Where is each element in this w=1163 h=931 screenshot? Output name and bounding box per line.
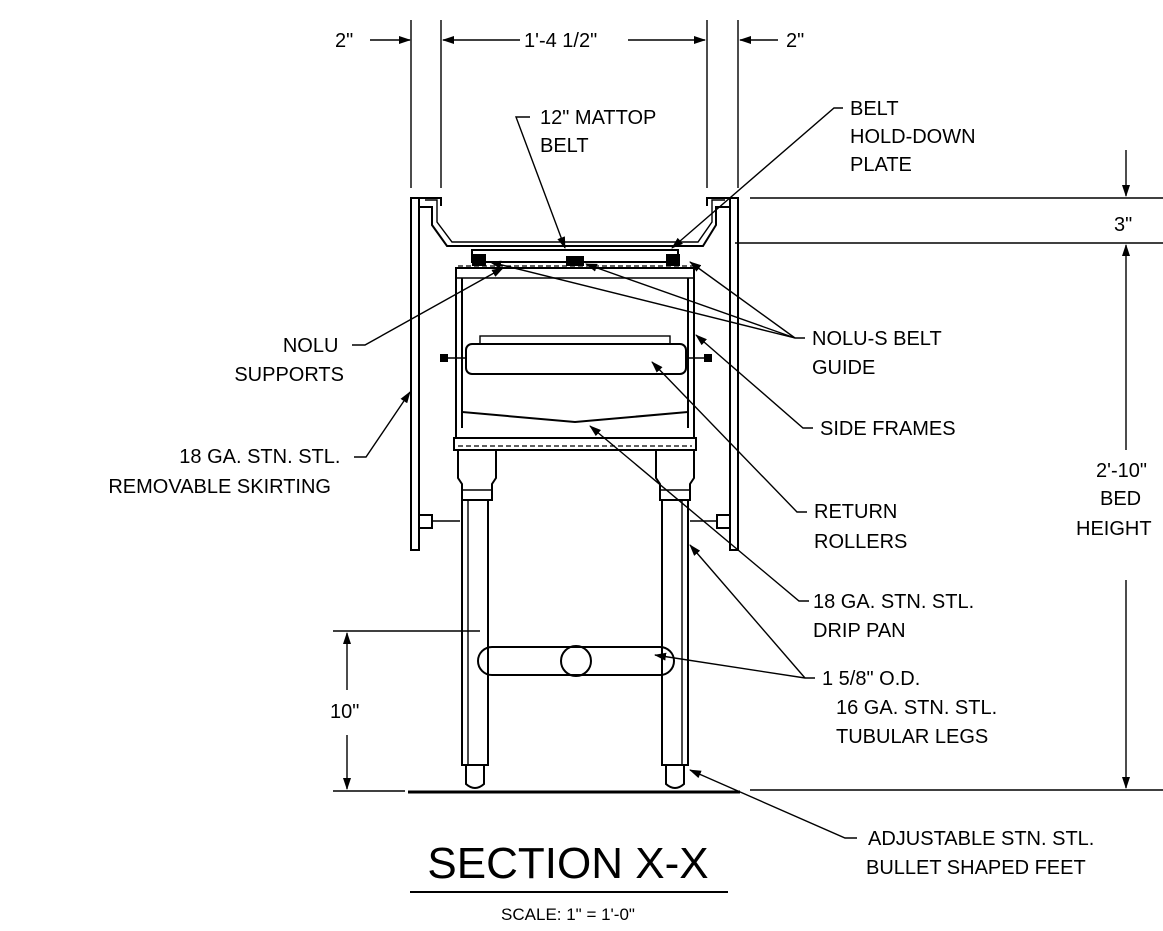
mattop-belt xyxy=(458,249,694,267)
hold-down-plate-callout: BELT HOLD-DOWN PLATE xyxy=(850,98,981,176)
leg-sockets xyxy=(457,450,695,501)
top-extension-lines xyxy=(410,20,739,188)
drip-pan xyxy=(461,400,689,424)
left-skirting xyxy=(410,197,460,551)
drip-pan-callout: 18 GA. STN. STL. DRIP PAN xyxy=(813,591,980,642)
feet-callout: ADJUSTABLE STN. STL. BULLET SHAPED FEET xyxy=(866,828,1100,879)
tubular-legs-callout: 1 5/8" O.D. 16 GA. STN. STL. TUBULAR LEG… xyxy=(822,668,1003,748)
hold-down-channel xyxy=(420,206,729,247)
bed-height-line1-label: BED xyxy=(1100,488,1141,510)
dimension-labels: 2" 1'-4 1/2" 2" 3" 2'-10" BED HEIGHT 10" xyxy=(330,30,1152,723)
return-roller xyxy=(440,335,712,375)
side-frames xyxy=(455,267,695,439)
right-skirting xyxy=(690,197,739,551)
right-skirt-offset-label: 2" xyxy=(786,30,804,52)
lower-bar-height-label: 10" xyxy=(330,701,359,723)
cross-bar xyxy=(477,645,675,677)
leader-lines xyxy=(352,107,857,839)
tubular-legs xyxy=(461,499,689,766)
section-title: SECTION X-X xyxy=(427,839,708,888)
return-rollers-callout: RETURN ROLLERS xyxy=(814,501,907,553)
callouts: 12" MATTOP BELT BELT HOLD-DOWN PLATE NOL… xyxy=(108,98,1100,879)
top-rail-height-label: 3" xyxy=(1114,214,1132,236)
side-frames-callout: SIDE FRAMES xyxy=(820,418,956,440)
bed-height-dimension xyxy=(735,150,1163,791)
bed-height-value-label: 2'-10" xyxy=(1096,460,1147,482)
bed-height-line2-label: HEIGHT xyxy=(1076,518,1152,540)
bullet-feet xyxy=(465,765,685,789)
skirting-callout: 18 GA. STN. STL. REMOVABLE SKIRTING xyxy=(108,446,346,498)
scale-note: SCALE: 1" = 1'-0" xyxy=(501,905,635,924)
mattop-belt-callout: 12" MATTOP BELT xyxy=(540,107,662,157)
left-skirt-offset-label: 2" xyxy=(335,30,353,52)
inner-width-label: 1'-4 1/2" xyxy=(524,30,597,52)
nolu-supports-callout: NOLU SUPPORTS xyxy=(234,335,344,386)
belt-guide-callout: NOLU-S BELT GUIDE xyxy=(812,328,947,379)
lower-bar-dimension xyxy=(333,630,480,792)
